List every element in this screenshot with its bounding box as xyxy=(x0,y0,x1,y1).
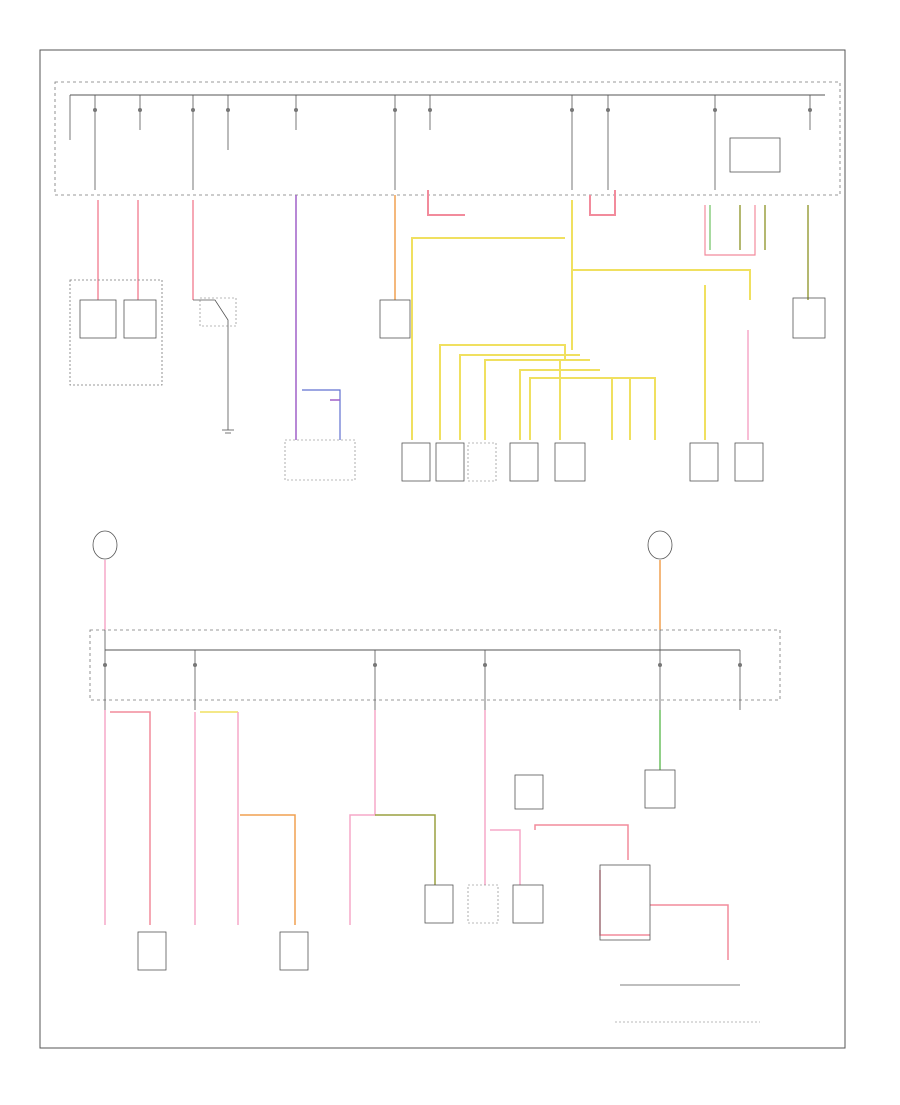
center-component-row xyxy=(401,442,764,482)
lower-component-dashed xyxy=(467,884,499,924)
component-upper-left-box xyxy=(69,279,163,386)
connector-right xyxy=(647,530,673,560)
component-upper-left-2 xyxy=(123,299,157,339)
switch-symbol xyxy=(199,297,237,327)
fuse-box-top xyxy=(54,81,841,196)
yellow-wire-network xyxy=(411,200,751,440)
wire-red-6 xyxy=(704,205,756,256)
fuse-box-bottom xyxy=(89,629,781,701)
wire-red-4 xyxy=(427,190,465,216)
component-upper-right xyxy=(792,297,826,339)
component-center-left xyxy=(284,439,356,481)
bottom-fuse-symbols xyxy=(103,663,742,667)
ground-symbols-top xyxy=(222,429,234,434)
component-center-1 xyxy=(379,299,411,339)
component-upper-left-1 xyxy=(79,299,117,339)
top-fuse-drops xyxy=(69,95,811,190)
wire-blue-1 xyxy=(302,389,341,440)
connector-left xyxy=(92,530,118,560)
outer-frame xyxy=(39,49,846,1049)
lower-components xyxy=(137,769,676,971)
wire-red-5 xyxy=(589,190,616,216)
center-component-dashed xyxy=(467,442,497,482)
bottom-fuse-drops xyxy=(104,630,741,710)
lower-wires xyxy=(104,710,729,960)
relay-box-top-right xyxy=(729,137,781,173)
wire-switch-ground xyxy=(193,299,229,430)
top-fuse-symbols xyxy=(93,108,812,112)
